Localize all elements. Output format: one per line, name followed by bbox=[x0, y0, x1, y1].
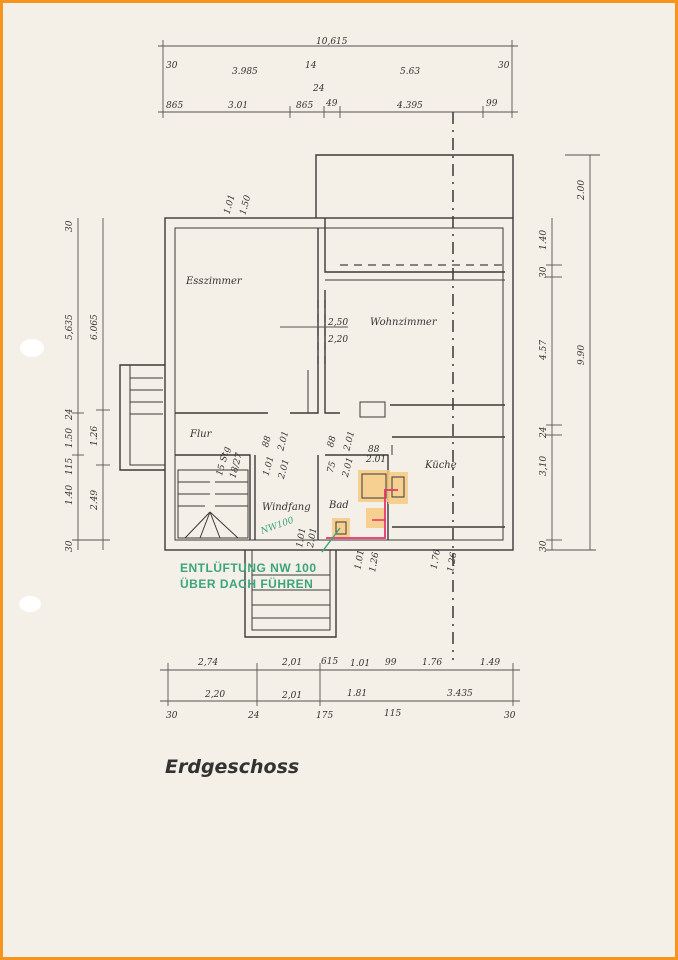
dim-label: 2.00 bbox=[577, 180, 587, 201]
dim-label: 1.01 bbox=[223, 193, 238, 215]
dim-label: 24 bbox=[65, 408, 75, 421]
dim-label: 2.01 bbox=[342, 430, 357, 453]
dim-label: 2.01 bbox=[276, 430, 291, 453]
dim-label: 1.76 bbox=[430, 548, 443, 570]
dim-label: 9.90 bbox=[577, 345, 587, 365]
dim-label: 2,74 bbox=[197, 658, 218, 668]
dim-label: 30 bbox=[504, 711, 516, 721]
dim-label: 3.435 bbox=[447, 689, 473, 699]
dim-label: 88 bbox=[261, 435, 274, 449]
dim-label: 865 bbox=[296, 101, 313, 111]
room-esszimmer: Esszimmer bbox=[185, 276, 243, 287]
dim-label: 14 bbox=[305, 61, 317, 71]
dim-label: 1.26 bbox=[446, 551, 459, 573]
vent-stamp-line2: ÜBER DACH FÜHREN bbox=[180, 576, 313, 591]
dim-label: 1.01 bbox=[295, 527, 308, 548]
dim-label: 18/27 bbox=[229, 452, 245, 480]
bottom-dimensions: 2,74 2,01 615 1.01 99 1.76 1.49 2,20 2,0… bbox=[160, 657, 520, 721]
dim-label: 4.395 bbox=[396, 101, 423, 111]
dim-label: 1.50 bbox=[239, 194, 254, 216]
dim-label: 5,635 bbox=[65, 314, 75, 340]
dim-label: 1.01 bbox=[354, 549, 367, 570]
dim-label: 2,20 bbox=[204, 690, 225, 700]
room-flur: Flur bbox=[189, 429, 213, 440]
dim-label: 30 bbox=[539, 266, 549, 278]
interior-walls bbox=[175, 218, 505, 540]
dim-label: 1.40 bbox=[539, 230, 549, 250]
dim-label: 175 bbox=[316, 711, 333, 721]
dim-label: 24 bbox=[247, 711, 260, 721]
dim-label: 30 bbox=[539, 540, 549, 552]
dim-label: 1.01 bbox=[262, 455, 277, 477]
punch-hole bbox=[20, 339, 44, 357]
dim-label: 2,50 bbox=[327, 318, 348, 328]
front-stairs bbox=[244, 550, 337, 638]
dim-label: 1.40 bbox=[65, 485, 75, 505]
vent-pipe bbox=[326, 489, 398, 539]
dim-label: 2.49 bbox=[90, 490, 100, 511]
room-kueche: Küche bbox=[424, 460, 457, 471]
terrace-outline bbox=[315, 154, 514, 218]
dim-label: 30 bbox=[65, 220, 75, 232]
top-dimensions: 10,615 30 3.985 14 24 5.63 30 865 3.01 8… bbox=[158, 37, 518, 118]
dim-label: 99 bbox=[486, 99, 498, 109]
dim-label: 2,20 bbox=[327, 335, 348, 345]
dim-label: 2.01 bbox=[341, 456, 356, 479]
dim-label: 1.01 bbox=[350, 659, 370, 669]
dim-label: 1.81 bbox=[347, 689, 367, 699]
dim-label: 75 bbox=[326, 460, 339, 474]
internal-staircase bbox=[177, 469, 249, 539]
room-windfang: Windfang bbox=[262, 502, 311, 513]
vent-stamp-line1: ENTLÜFTUNG NW 100 bbox=[180, 560, 317, 575]
side-stairs bbox=[119, 364, 165, 471]
dim-label: 30 bbox=[166, 61, 178, 71]
vent-arrow-icon bbox=[321, 527, 341, 553]
dim-label: 4.57 bbox=[539, 340, 549, 361]
dim-label: 2,01 bbox=[281, 691, 302, 701]
dim-label: 3.01 bbox=[228, 101, 248, 111]
dim-label: 3.985 bbox=[232, 67, 258, 77]
dim-label: 30 bbox=[166, 711, 178, 721]
dim-label: 115 bbox=[384, 709, 401, 719]
pipe-note: NW100 bbox=[259, 516, 296, 538]
dim-label: 1.50 bbox=[65, 428, 75, 448]
room-wohnzimmer: Wohnzimmer bbox=[370, 317, 438, 328]
dim-label: 30 bbox=[65, 540, 75, 552]
dim-overall: 10,615 bbox=[316, 37, 348, 47]
right-dimensions: 1.40 30 4.57 24 3,10 30 2.00 9.90 bbox=[539, 154, 600, 552]
dim-label: 24 bbox=[539, 426, 549, 439]
dim-label: 99 bbox=[385, 658, 397, 668]
opening-labels: 1.01 1.50 2,50 2,20 88 2.01 88 2.01 1.01… bbox=[215, 193, 459, 572]
dim-label: 2.01 bbox=[365, 455, 386, 465]
floor-title: Erdgeschoss bbox=[165, 756, 299, 778]
dim-label: 2.01 bbox=[277, 458, 292, 481]
dim-label: 24 bbox=[312, 84, 325, 94]
dim-label: 1.49 bbox=[480, 658, 500, 668]
left-dimensions: 30 5,635 24 1.50 115 1.40 30 6.065 1.26 … bbox=[65, 218, 110, 552]
dim-label: 1.26 bbox=[90, 426, 100, 446]
dim-label: 2,01 bbox=[281, 658, 302, 668]
dim-label: 5.63 bbox=[400, 67, 420, 77]
dim-label: 1.26 bbox=[368, 551, 381, 573]
dim-label: 2.01 bbox=[306, 527, 320, 549]
dim-label: 30 bbox=[498, 61, 510, 71]
dim-label: 6.065 bbox=[90, 314, 100, 340]
dim-label: 615 bbox=[321, 657, 338, 667]
dim-label: 88 bbox=[368, 445, 380, 455]
dim-label: 49 bbox=[325, 99, 338, 109]
dim-label: 115 bbox=[65, 458, 75, 475]
dim-label: 1.76 bbox=[422, 658, 442, 668]
dim-label: 88 bbox=[326, 435, 339, 449]
dim-label: 3,10 bbox=[539, 456, 549, 476]
dim-label: 865 bbox=[166, 101, 183, 111]
room-bad: Bad bbox=[328, 500, 349, 511]
exterior-walls bbox=[164, 217, 514, 551]
punch-hole bbox=[19, 596, 41, 612]
